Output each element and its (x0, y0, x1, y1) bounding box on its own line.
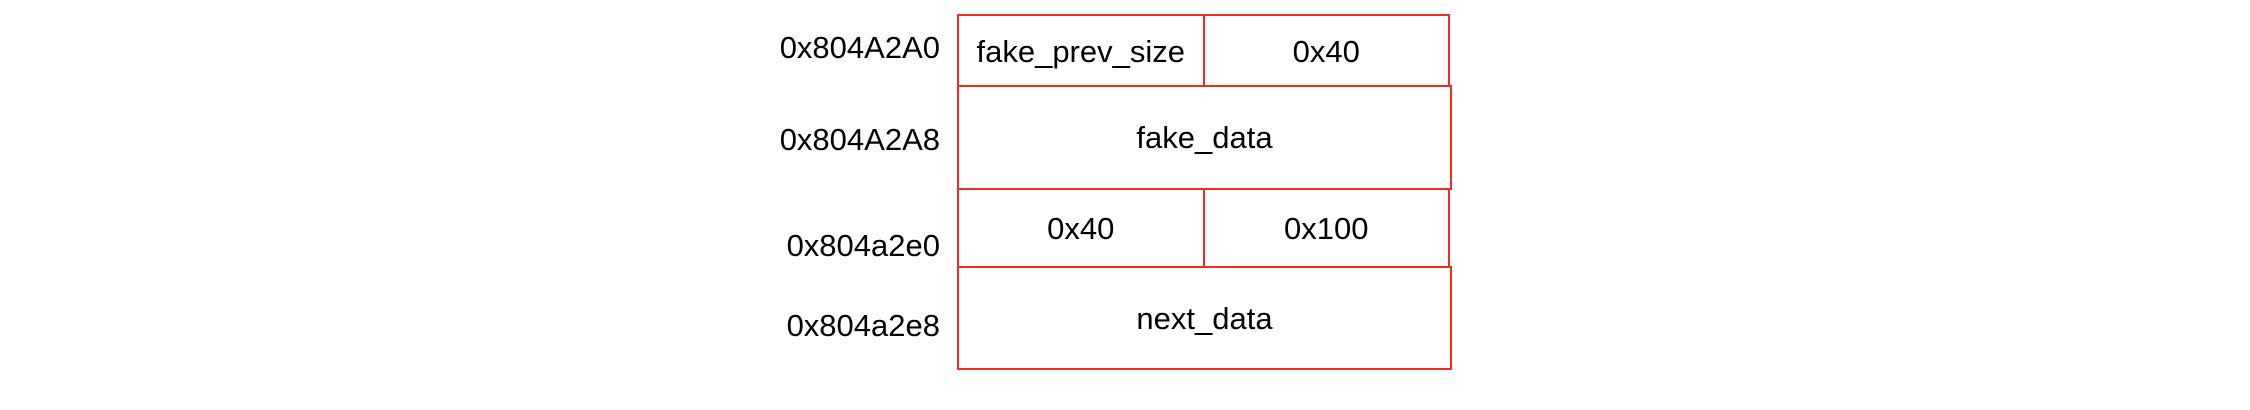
address-label-row-1: 0x804A2A0 (779, 30, 940, 65)
memory-cell-next-prev-size: 0x40 (957, 188, 1205, 268)
memory-table: fake_prev_size 0x40 fake_data 0x40 0x100… (957, 14, 1452, 370)
memory-row: fake_data (957, 85, 1452, 190)
address-label-row-3: 0x804a2e0 (786, 228, 940, 263)
memory-row: 0x40 0x100 (957, 188, 1452, 268)
address-gutter: 0x804A2A0 0x804A2A8 0x804a2e0 0x804a2e8 (0, 14, 940, 370)
memory-row: next_data (957, 266, 1452, 370)
memory-cell-fake-prev-size: fake_prev_size (957, 14, 1205, 89)
memory-cell-next-size: 0x100 (1202, 188, 1450, 268)
memory-cell-next-data: next_data (957, 266, 1452, 370)
address-label-row-2: 0x804A2A8 (779, 122, 940, 157)
memory-cell-fake-data: fake_data (957, 85, 1452, 190)
memory-cell-fake-size: 0x40 (1202, 14, 1450, 89)
memory-row: fake_prev_size 0x40 (957, 14, 1452, 89)
address-label-row-4: 0x804a2e8 (786, 308, 940, 343)
